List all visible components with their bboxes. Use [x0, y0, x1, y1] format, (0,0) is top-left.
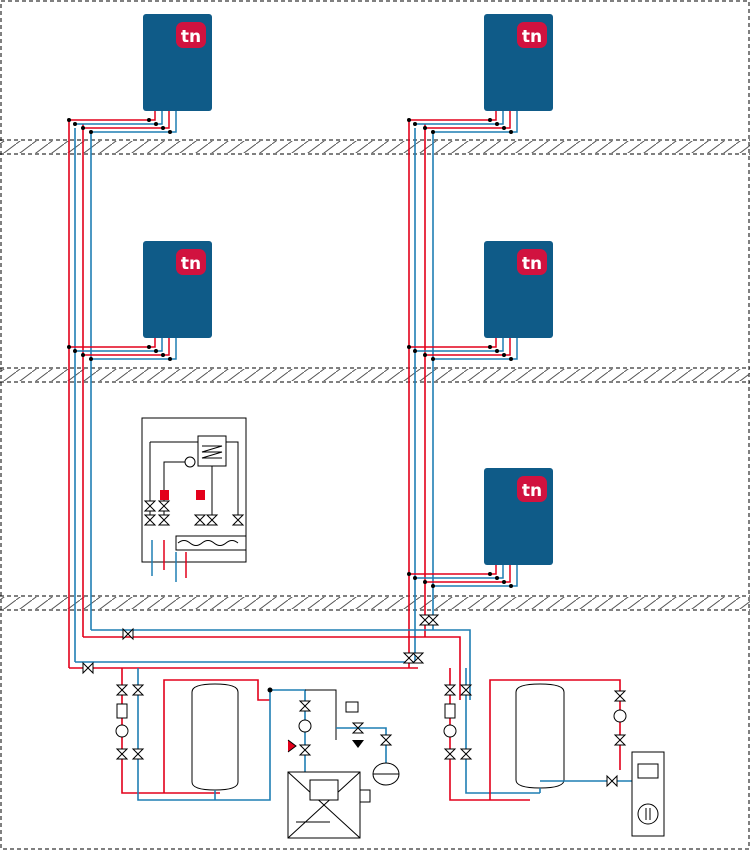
unit-branches — [67, 111, 518, 588]
floor-dividers — [0, 139, 750, 611]
shutoff-valve — [444, 748, 456, 760]
shutoff-valve — [460, 748, 472, 760]
shutoff-valve — [614, 734, 626, 746]
brand-logo-text: tn — [522, 27, 542, 47]
brand-logo-icon: tn — [176, 22, 206, 48]
shutoff-valve — [299, 744, 311, 756]
brand-logo-icon: tn — [176, 249, 206, 275]
basement-mains — [69, 629, 471, 700]
brand-logo-icon: tn — [517, 476, 547, 502]
brand-logo-text: tn — [181, 27, 201, 47]
ceiling-slab-2 — [0, 369, 750, 381]
shutoff-valve — [116, 748, 128, 760]
shutoff-valve — [82, 662, 94, 674]
ceiling-slab-3 — [0, 597, 750, 609]
circulation-pump-icon — [115, 724, 129, 738]
shutoff-valve — [419, 614, 431, 626]
ceiling-slab-1 — [0, 141, 750, 153]
boiler — [287, 771, 371, 839]
brand-logo-text: tn — [522, 254, 542, 274]
circulation-pump-icon — [613, 709, 627, 723]
storage-tank-left — [163, 679, 270, 800]
shutoff-valve — [132, 684, 144, 696]
check-valve-icon — [352, 740, 364, 748]
shutoff-valve — [299, 700, 311, 712]
shutoff-valve — [132, 748, 144, 760]
filter-icon — [116, 703, 128, 719]
storage-tank-right — [489, 679, 632, 800]
wall-heater-unit: tn — [143, 241, 212, 338]
safety-valve-icon — [287, 739, 297, 753]
shutoff-valve — [444, 684, 456, 696]
heat-exchanger-cabinet — [141, 417, 247, 582]
wall-heater-unit: tn — [484, 241, 553, 338]
shutoff-valve — [380, 734, 392, 746]
shutoff-valve — [427, 614, 439, 626]
wall-heater-unit: tn — [484, 14, 553, 111]
heater-units: tn tn tn tn tn — [143, 14, 553, 565]
wall-heater-unit: tn — [484, 468, 553, 565]
brand-logo-icon: tn — [517, 249, 547, 275]
right-riser — [408, 120, 434, 668]
wall-heater-unit: tn — [143, 14, 212, 111]
filter-icon — [444, 703, 456, 719]
shutoff-valve — [614, 690, 626, 702]
shutoff-valve — [116, 684, 128, 696]
shutoff-valve — [403, 652, 415, 664]
brand-logo-icon: tn — [517, 22, 547, 48]
brand-logo-text: tn — [181, 254, 201, 274]
circulation-pump-icon — [443, 724, 457, 738]
brand-logo-text: tn — [522, 481, 542, 501]
circulation-pump-icon — [298, 719, 312, 733]
heat-source-cabinet — [631, 751, 665, 837]
left-riser — [68, 120, 92, 668]
meter-icon — [345, 701, 359, 713]
shutoff-valve — [606, 775, 618, 787]
